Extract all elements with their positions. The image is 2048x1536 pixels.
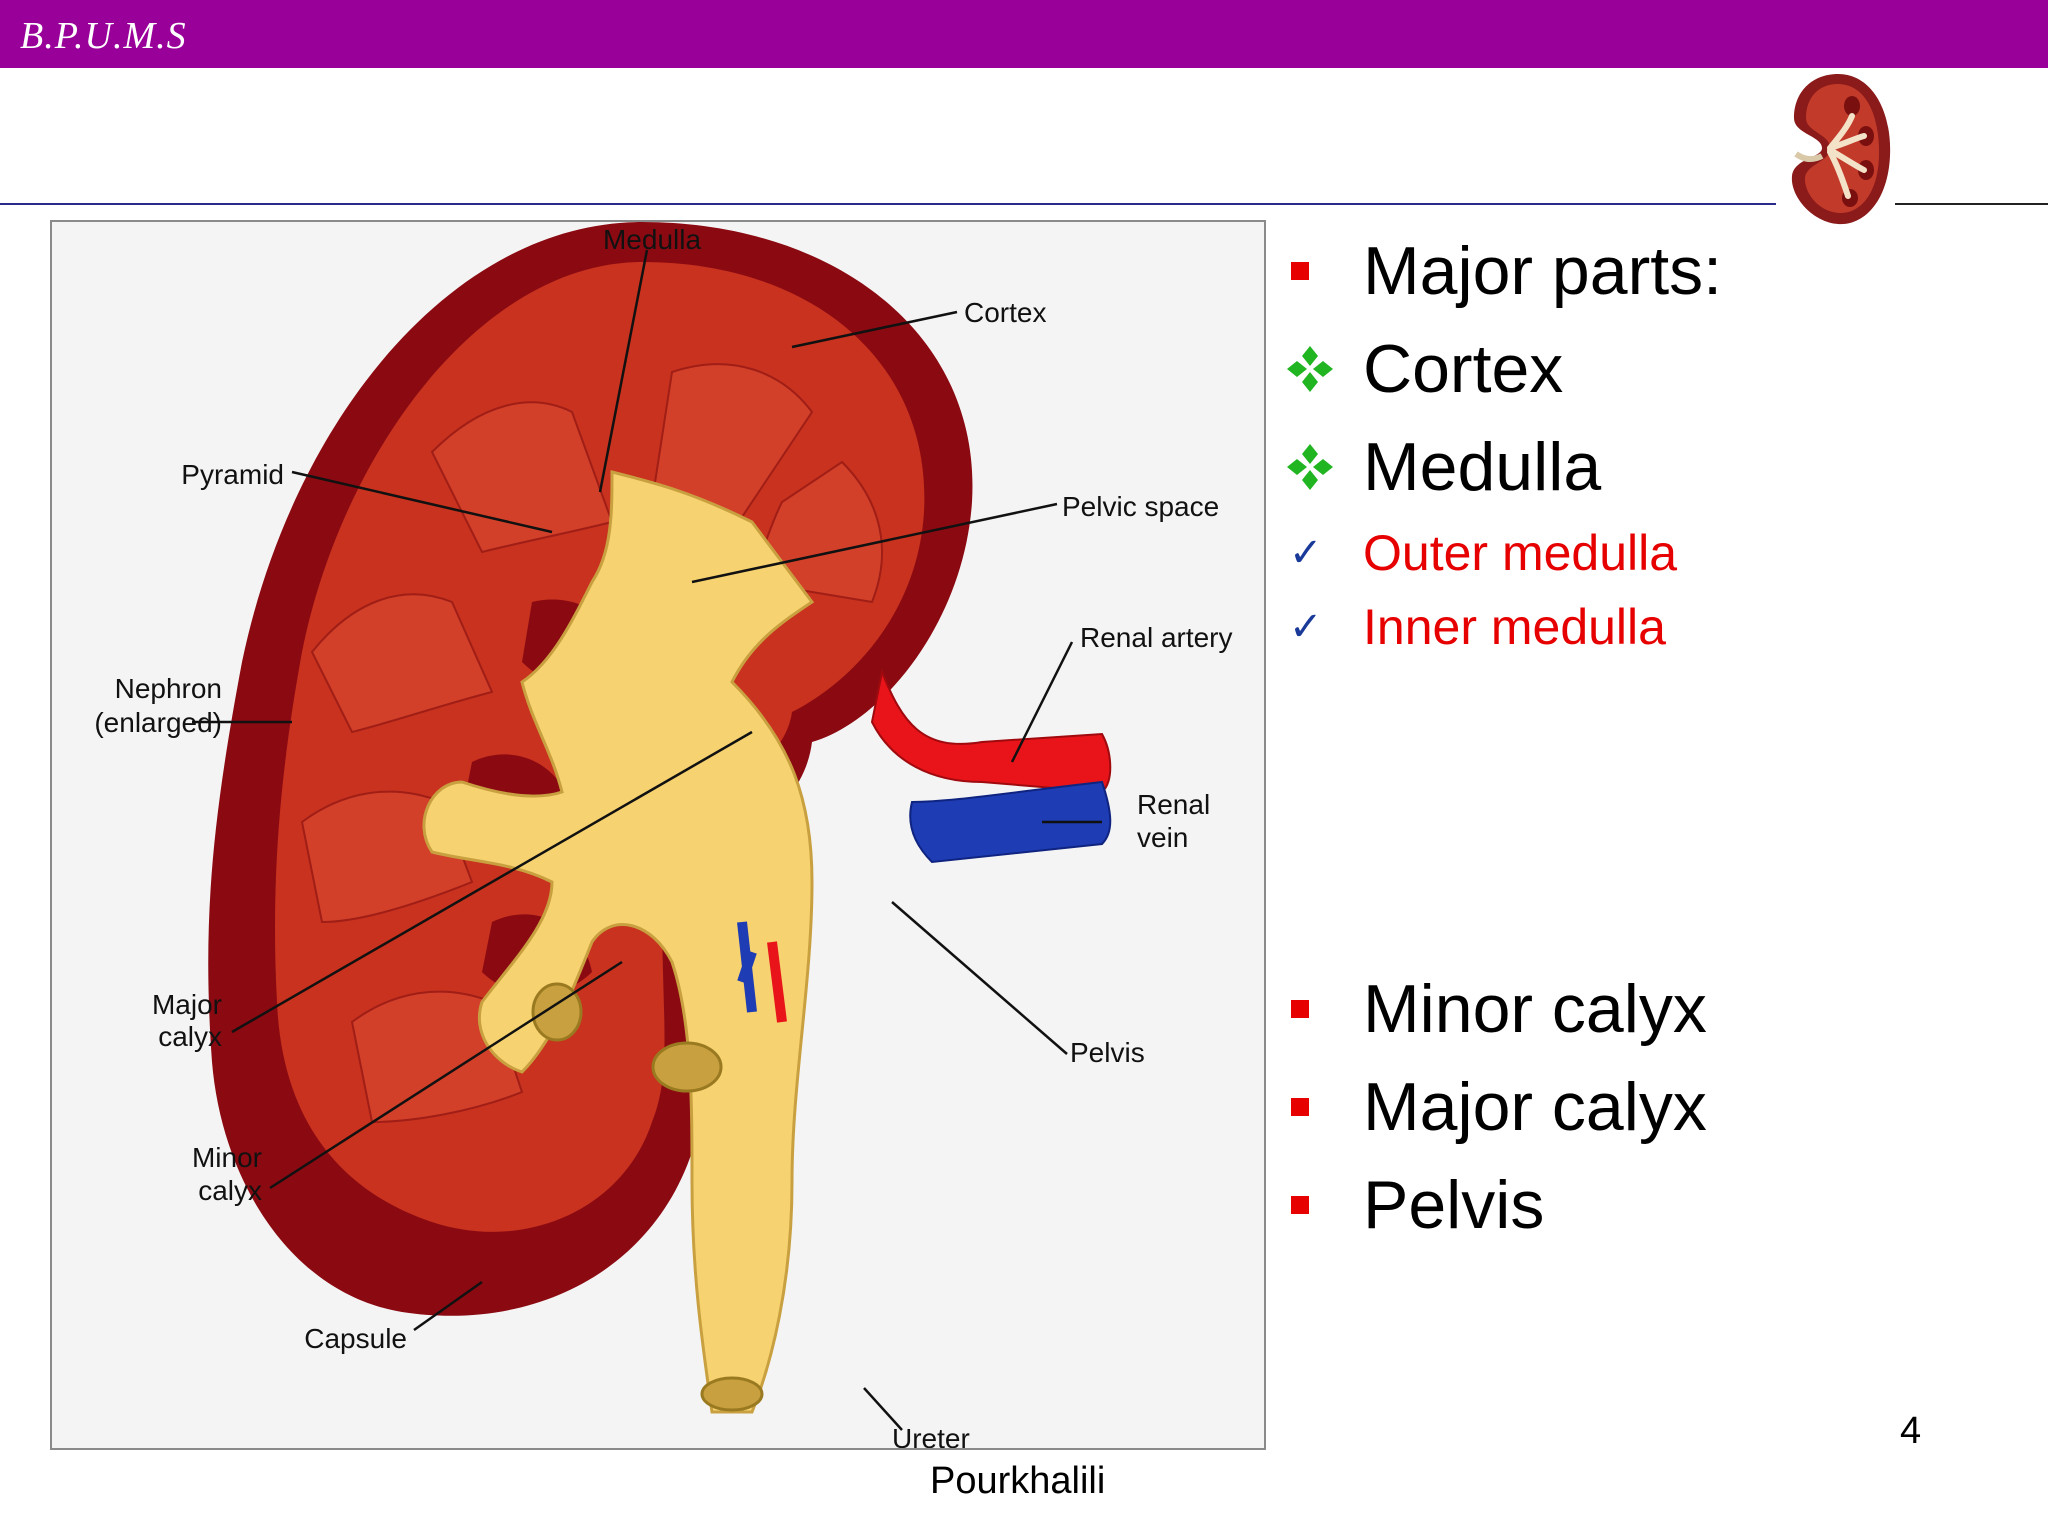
label-ureter: Ureter xyxy=(892,1423,970,1448)
bullet-cortex: Cortex xyxy=(1285,330,1563,408)
bullet-pelvis: Pelvis xyxy=(1285,1166,1544,1244)
author-name: Pourkhalili xyxy=(930,1460,1106,1502)
bullet-outer-medulla: ✓ Outer medulla xyxy=(1285,524,1677,582)
minor-calyx-opening-1 xyxy=(531,982,583,1042)
four-diamond-bullet-icon xyxy=(1287,444,1333,490)
bullet-medulla: Medulla xyxy=(1285,428,1601,506)
label-minor-calyx-line2: calyx xyxy=(198,1175,262,1206)
square-bullet-icon xyxy=(1291,262,1309,280)
label-renal-vein-line2: vein xyxy=(1137,822,1188,853)
minor-calyx-opening-2 xyxy=(651,1041,723,1093)
small-artery xyxy=(767,941,787,1023)
bullet-major-calyx: Major calyx xyxy=(1285,1068,1707,1146)
label-pyramid: Pyramid xyxy=(181,459,284,490)
label-nephron-line1: Nephron xyxy=(115,673,222,704)
four-diamond-bullet-icon xyxy=(1287,346,1333,392)
bullet-text: Major parts: xyxy=(1363,233,1722,309)
renal-artery xyxy=(870,668,1112,794)
label-cortex: Cortex xyxy=(964,297,1046,328)
label-pelvic-space: Pelvic space xyxy=(1062,491,1219,522)
bullet-inner-medulla: ✓ Inner medulla xyxy=(1285,598,1666,656)
label-major-calyx-line1: Major xyxy=(152,989,222,1020)
bullet-text: Minor calyx xyxy=(1363,971,1707,1047)
label-renal-artery: Renal artery xyxy=(1080,622,1233,653)
label-pelvis: Pelvis xyxy=(1070,1037,1145,1068)
bullet-text: Cortex xyxy=(1363,331,1564,407)
label-capsule: Capsule xyxy=(304,1323,407,1354)
square-bullet-icon xyxy=(1291,1098,1309,1116)
pelvis-shape xyxy=(422,470,815,1414)
checkmark-icon: ✓ xyxy=(1289,604,1323,650)
checkmark-icon: ✓ xyxy=(1289,530,1323,576)
small-vein xyxy=(737,921,757,1013)
label-minor-calyx-line1: Minor xyxy=(192,1142,262,1173)
header-title: B.P.U.M.S xyxy=(20,15,187,57)
kidney-diagram: Medulla Cortex Pyramid Pelvic space Rena… xyxy=(50,220,1266,1450)
bullet-text: Major calyx xyxy=(1363,1069,1707,1145)
title-rule-right xyxy=(1895,203,2048,205)
square-bullet-icon xyxy=(1291,1196,1309,1214)
bullet-text: Medulla xyxy=(1363,429,1602,505)
page-number: 4 xyxy=(1900,1410,1922,1452)
label-renal-vein-line1: Renal xyxy=(1137,789,1210,820)
kidney-icon xyxy=(1791,74,1891,225)
label-medulla: Medulla xyxy=(603,224,701,255)
title-rule-left xyxy=(0,203,1776,205)
ureter-opening xyxy=(700,1376,764,1412)
bullet-minor-calyx: Minor calyx xyxy=(1285,970,1707,1048)
bullet-text: Outer medulla xyxy=(1363,525,1678,581)
header-bar xyxy=(0,0,2048,68)
square-bullet-icon xyxy=(1291,1000,1309,1018)
pyramid-4 xyxy=(310,593,494,734)
label-major-calyx-line2: calyx xyxy=(158,1021,222,1052)
label-nephron-line2: (enlarged) xyxy=(94,707,222,738)
bullet-text: Pelvis xyxy=(1363,1167,1545,1243)
bullet-text: Inner medulla xyxy=(1363,599,1666,655)
leader-lines xyxy=(192,249,1102,1431)
renal-vein xyxy=(909,780,1112,864)
bullet-major-parts: Major parts: xyxy=(1285,232,1722,310)
